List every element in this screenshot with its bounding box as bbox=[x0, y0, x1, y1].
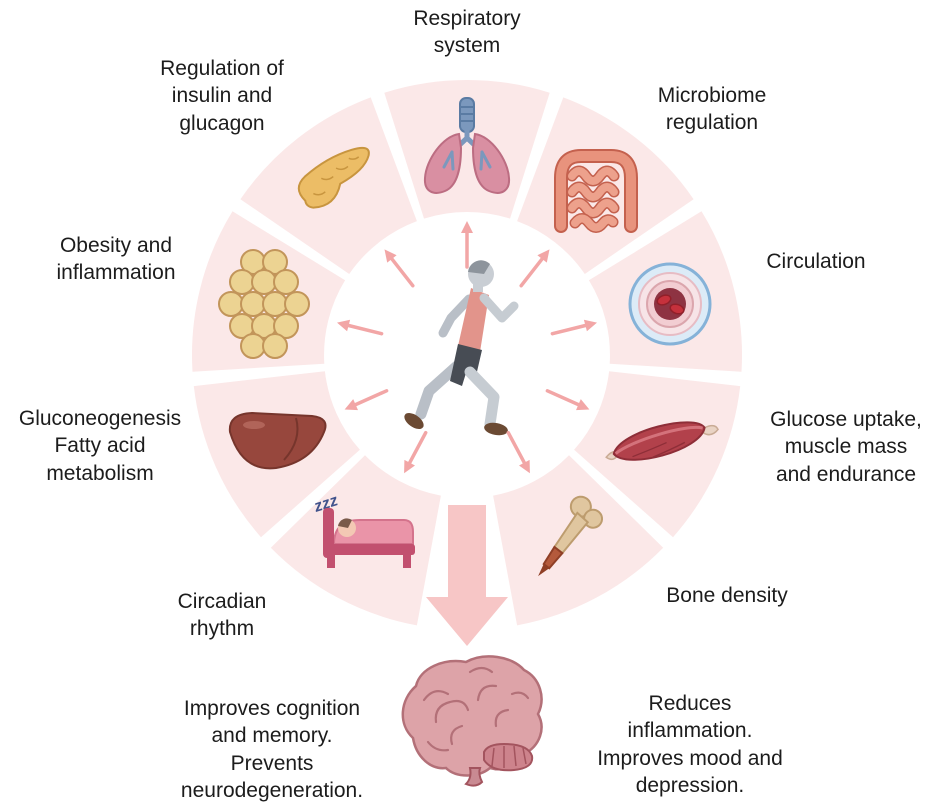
intestine-icon bbox=[554, 149, 638, 233]
pancreas-icon bbox=[297, 146, 370, 209]
label-brain-effects-right: Reduces inflammation. Improves mood and … bbox=[597, 692, 783, 797]
brain-icon bbox=[401, 655, 543, 787]
segment-bone bbox=[493, 455, 664, 626]
arrow-to-muscle bbox=[545, 389, 590, 411]
big-down-arrow bbox=[426, 505, 508, 646]
muscle-icon bbox=[605, 421, 719, 461]
bone-icon bbox=[538, 495, 604, 577]
label-microbiome-regulation: Microbiome regulation bbox=[657, 84, 767, 135]
label-obesity-inflammation: Obesity and inflammation bbox=[56, 234, 176, 285]
fat-cells-icon bbox=[218, 249, 310, 359]
arrow-to-liver bbox=[344, 389, 389, 411]
label-bone-density: Bone density bbox=[666, 584, 788, 607]
label-circulation: Circulation bbox=[766, 250, 866, 273]
arrow-to-fat bbox=[337, 319, 384, 336]
blood-vessel-icon bbox=[628, 262, 712, 346]
arrow-to-bone bbox=[506, 430, 530, 474]
bed-sleep-icon: zzz bbox=[311, 492, 415, 568]
label-circadian-rhythm: Circadian rhythm bbox=[177, 590, 267, 641]
arrow-to-vessel bbox=[550, 319, 597, 336]
running-person bbox=[404, 260, 519, 436]
radiating-arrows bbox=[337, 221, 597, 474]
arrow-to-intestine bbox=[519, 249, 550, 288]
arrow-to-bed bbox=[404, 430, 428, 474]
lungs-icon bbox=[423, 97, 511, 194]
label-respiratory-system: Respiratory system bbox=[413, 7, 521, 58]
label-brain-effects-left: Improves cognition and memory. Prevents … bbox=[180, 697, 364, 802]
arrow-to-pancreas bbox=[384, 249, 415, 288]
label-glucose-uptake: Glucose uptake, muscle mass and enduranc… bbox=[770, 408, 922, 486]
arrow-to-lungs bbox=[461, 221, 473, 269]
label-insulin-glucagon: Regulation of insulin and glucagon bbox=[160, 57, 284, 135]
liver-icon bbox=[228, 411, 327, 470]
label-gluconeogenesis: Gluconeogenesis Fatty acid metabolism bbox=[18, 407, 182, 485]
ring bbox=[191, 79, 743, 626]
